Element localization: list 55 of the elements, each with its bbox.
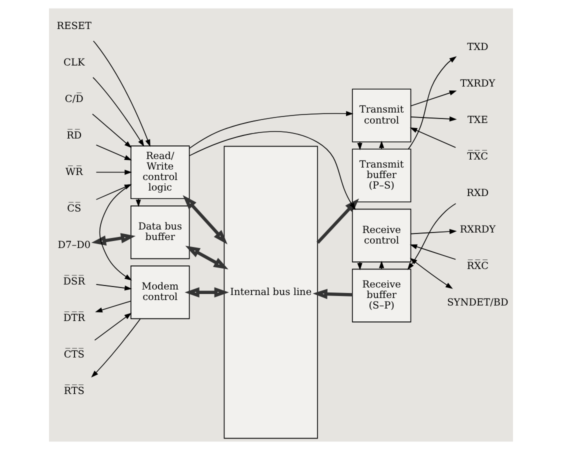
arrow [184, 246, 228, 270]
arrow [90, 233, 136, 246]
node-text: CLK [63, 57, 84, 68]
node-box: Data bus buffer [130, 206, 190, 260]
arrow [94, 312, 132, 341]
node-box: Modem control [130, 266, 190, 320]
node-text: W̅R̅ [64, 166, 82, 178]
arrow [92, 40, 150, 147]
arrow [406, 203, 456, 270]
arrow [316, 198, 359, 244]
node-text: D7–D0 [57, 240, 90, 251]
arrow [409, 258, 452, 289]
arrow [184, 287, 228, 298]
arrow [410, 228, 456, 234]
arrow [407, 56, 456, 150]
node-box: Receive buffer (S–P) [351, 268, 411, 322]
node-text: TXE [466, 114, 488, 126]
arrow [94, 300, 131, 312]
arrow [188, 111, 353, 149]
node-text: RESET [56, 20, 91, 32]
node-box: Internal bus line [223, 146, 318, 439]
arrow [410, 90, 456, 106]
arrow [410, 116, 456, 122]
node-text: RXD [466, 188, 488, 199]
node-text: D̅T̅R̅ [62, 312, 84, 324]
arrow [95, 284, 132, 291]
node-box: Receive control [351, 208, 411, 262]
arrow [409, 244, 456, 260]
arrow [378, 260, 384, 270]
arrow [188, 131, 356, 210]
arrow [95, 144, 132, 160]
node-box: Transmit buffer (P–S) [351, 148, 411, 202]
arrow [95, 170, 132, 175]
node-text: RXRDY [459, 224, 496, 236]
node-text: C̅S̅ [66, 203, 81, 214]
arrow [312, 288, 352, 300]
node-text: D̅S̅R̅ [62, 276, 85, 288]
node-text: R̅X̅C̅ [466, 260, 488, 272]
node-box: Transmit control [351, 88, 411, 142]
node-text: R̅D̅ [66, 130, 82, 142]
arrow [92, 114, 132, 148]
arrow [182, 195, 227, 244]
node-text: TXD [466, 42, 488, 53]
arrow [90, 318, 140, 378]
node-text: R̅T̅S̅ [63, 386, 84, 397]
arrow [409, 128, 456, 148]
node-text: TXRDY [460, 78, 495, 90]
arrow [356, 262, 362, 270]
arrow [378, 140, 384, 150]
node-text: C/D̅ [64, 94, 83, 105]
arrow [92, 77, 144, 147]
node-text: SYNDET/BD [446, 297, 508, 308]
node-text: C̅T̅S̅ [63, 349, 84, 360]
arrow [356, 142, 362, 150]
node-text: T̅X̅C̅ [466, 151, 488, 162]
